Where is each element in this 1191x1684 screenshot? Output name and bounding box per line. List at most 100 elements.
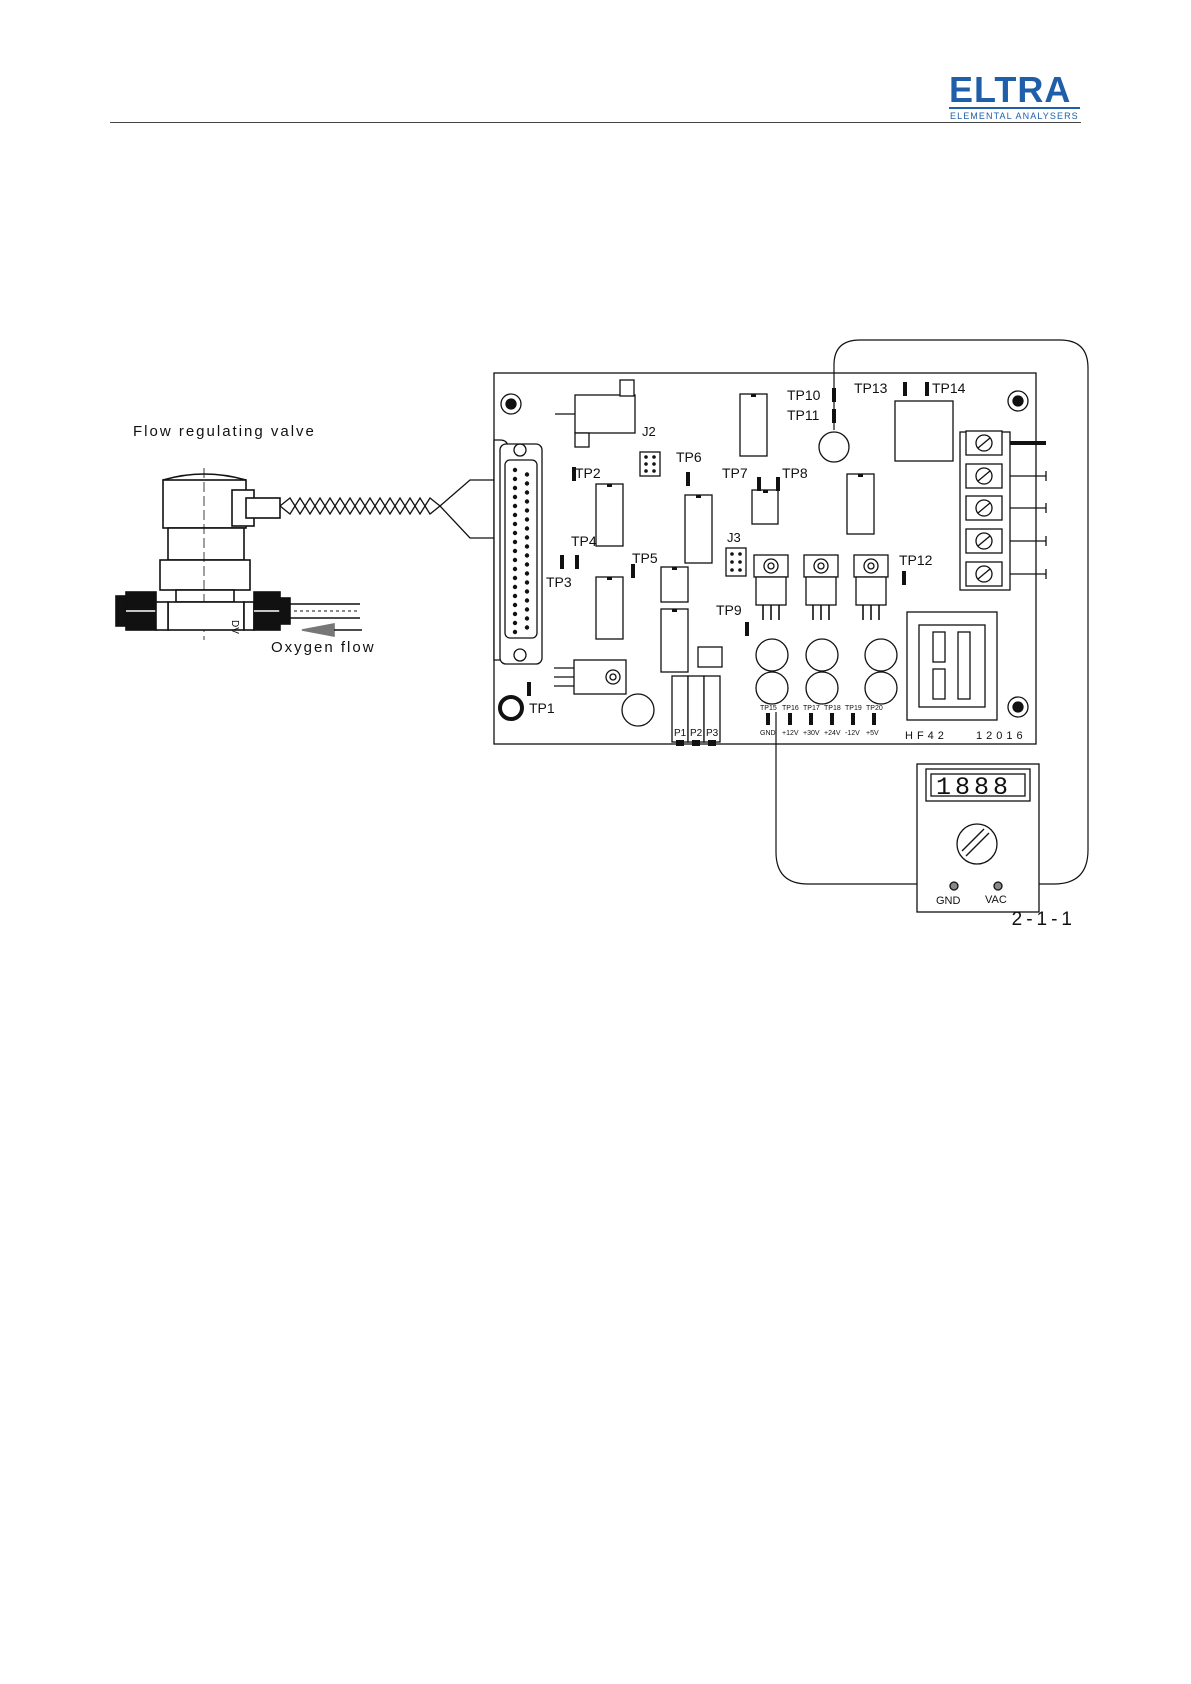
gnd-jack xyxy=(950,882,958,890)
valve-solenoid-cap xyxy=(163,474,246,480)
dsub-pin xyxy=(525,598,529,602)
dsub-pin xyxy=(513,504,517,508)
j3-header xyxy=(726,548,746,576)
regulator-hole-inner xyxy=(768,563,774,569)
round-capacitor xyxy=(819,432,849,462)
dsub-pin xyxy=(513,495,517,499)
dsub-pin xyxy=(525,508,529,512)
twisted-cable xyxy=(280,480,500,538)
circuit-board: J2 J3 xyxy=(494,373,1046,746)
dsub-pin xyxy=(525,499,529,503)
meter-reading: 1888 xyxy=(936,773,1012,802)
ic-u3 xyxy=(685,495,712,563)
vac-jack xyxy=(994,882,1002,890)
ic-u8 xyxy=(752,490,778,524)
tp12-label: TP12 xyxy=(899,552,933,568)
dsub-pin xyxy=(525,562,529,566)
dsub-pin xyxy=(513,486,517,490)
regulator-hole-inner xyxy=(818,563,824,569)
bottom-tp-mark xyxy=(851,713,855,725)
bottom-tp-mark xyxy=(872,713,876,725)
potentiometer-adjuster xyxy=(676,740,684,746)
terminal-screws xyxy=(966,431,1002,586)
dsub-pin xyxy=(525,571,529,575)
tp13-label: TP13 xyxy=(854,380,888,396)
dsub-pin xyxy=(513,522,517,526)
dsub-pin xyxy=(513,603,517,607)
potentiometer-label: P1 xyxy=(674,728,687,739)
bottom-tp-name: TP19 xyxy=(845,705,862,712)
potentiometer-adjuster xyxy=(708,740,716,746)
left-fitting-nut-outer xyxy=(116,596,126,626)
valve-label: Flow regulating valve xyxy=(133,423,316,440)
tp6-label: TP6 xyxy=(676,449,702,465)
bottom-tp-mark xyxy=(809,713,813,725)
bottom-tp-voltage: GND xyxy=(760,730,776,737)
ic-u2 xyxy=(596,577,623,639)
dsub-pin xyxy=(513,531,517,535)
dsub-pin xyxy=(525,472,529,476)
dsub-pin xyxy=(525,580,529,584)
dsub-pin xyxy=(513,585,517,589)
bottom-tp-voltage: +30V xyxy=(803,730,820,737)
transformer-block xyxy=(895,401,953,461)
tp4-label: TP4 xyxy=(571,533,597,549)
meter-dial-knob xyxy=(957,824,997,864)
dsub-pin xyxy=(513,468,517,472)
regulator-hole-inner xyxy=(868,563,874,569)
bottom-tp-name: TP20 xyxy=(866,705,883,712)
dsub-pin xyxy=(513,576,517,580)
ic-small xyxy=(698,647,722,667)
multimeter: 1888 GND VAC xyxy=(917,764,1039,912)
dsub-pin xyxy=(513,513,517,517)
dsub-pin xyxy=(525,625,529,629)
regulator-body xyxy=(856,577,886,605)
dsub-pin xyxy=(525,589,529,593)
dsub-pin xyxy=(513,630,517,634)
tp9-label: TP9 xyxy=(716,602,742,618)
j2-header xyxy=(640,452,660,476)
dsub-pin xyxy=(513,540,517,544)
dsub-pin xyxy=(513,477,517,481)
flow-regulating-valve: Flow regulating valve DV xyxy=(116,423,376,656)
dsub-pin xyxy=(525,526,529,530)
tp11-label: TP11 xyxy=(787,407,820,423)
potentiometer-adjuster xyxy=(692,740,700,746)
tp14-label: TP14 xyxy=(932,380,966,396)
tp8-label: TP8 xyxy=(782,465,808,481)
bottom-tp-name: TP15 xyxy=(760,705,777,712)
bottom-tp-voltage: +5V xyxy=(866,730,879,737)
dsub-pin xyxy=(513,558,517,562)
bottom-tp-mark xyxy=(788,713,792,725)
dsub-pin xyxy=(513,612,517,616)
j3-label: J3 xyxy=(727,530,741,545)
ic-u1 xyxy=(596,484,623,546)
regulator-body xyxy=(806,577,836,605)
tp5-label: TP5 xyxy=(632,550,658,566)
dsub-pin xyxy=(513,567,517,571)
valve-marking: DV xyxy=(229,620,240,634)
left-fitting-ferrule xyxy=(156,602,168,630)
flow-arrow-icon xyxy=(302,624,334,636)
dsub-pin xyxy=(525,616,529,620)
bottom-tp-voltage: +24V xyxy=(824,730,841,737)
dsub-pin xyxy=(513,621,517,625)
dsub-pin xyxy=(525,490,529,494)
dsub-pin xyxy=(525,544,529,548)
board-number: 12016 xyxy=(976,730,1027,742)
bottom-tp-name: TP16 xyxy=(782,705,799,712)
bottom-tp-name: TP17 xyxy=(803,705,820,712)
valve-neck xyxy=(176,590,234,602)
right-fitting-ferrule xyxy=(244,602,254,630)
board-marking: HF42 xyxy=(905,730,948,742)
dsub-connector xyxy=(494,440,542,664)
j2-label: J2 xyxy=(642,424,656,439)
valve-solenoid-base xyxy=(160,560,250,590)
regulator-body xyxy=(756,577,786,605)
bottom-tp-mark xyxy=(766,713,770,725)
ic-u6 xyxy=(661,567,688,602)
bottom-tp-voltage: -12V xyxy=(845,730,860,737)
ic-u4 xyxy=(740,394,767,456)
